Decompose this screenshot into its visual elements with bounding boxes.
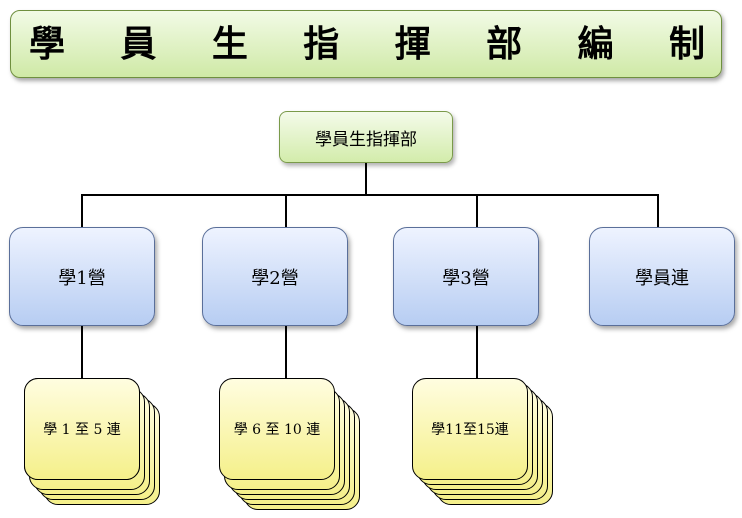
connector-unit-3 xyxy=(476,194,478,227)
companies-1-5-label: 學 1 至 5 連 xyxy=(24,378,140,480)
connector-unit-1 xyxy=(81,194,83,227)
companies-stack-3: 學11至15連 xyxy=(412,378,554,510)
title-char: 部 xyxy=(486,23,523,65)
connector-horizontal xyxy=(81,194,659,196)
companies-stack-1: 學 1 至 5 連 xyxy=(24,378,166,510)
connector-unit-4 xyxy=(657,194,659,227)
title-char: 揮 xyxy=(394,23,431,65)
connector-companies-3 xyxy=(476,326,478,378)
title-char: 生 xyxy=(211,23,248,65)
connector-companies-2 xyxy=(285,326,287,378)
battalion-1-node: 學1營 xyxy=(9,227,155,326)
title-char: 指 xyxy=(303,23,340,65)
battalion-2-node: 學2營 xyxy=(202,227,348,326)
connector-unit-2 xyxy=(285,194,287,227)
companies-6-10-label: 學 6 至 10 連 xyxy=(219,378,335,480)
battalion-3-node: 學3營 xyxy=(393,227,539,326)
title-char: 制 xyxy=(668,23,705,65)
title-char: 編 xyxy=(577,23,614,65)
student-company-node: 學員連 xyxy=(589,227,735,326)
connector-hq-down xyxy=(365,163,367,195)
companies-stack-2: 學 6 至 10 連 xyxy=(219,378,361,510)
companies-11-15-label: 學11至15連 xyxy=(412,378,528,480)
title-char: 學 xyxy=(29,23,66,65)
connector-companies-1 xyxy=(81,326,83,378)
hq-node: 學員生指揮部 xyxy=(279,111,453,163)
title-banner: 學 員 生 指 揮 部 編 制 xyxy=(10,10,722,78)
title-char: 員 xyxy=(120,23,157,65)
